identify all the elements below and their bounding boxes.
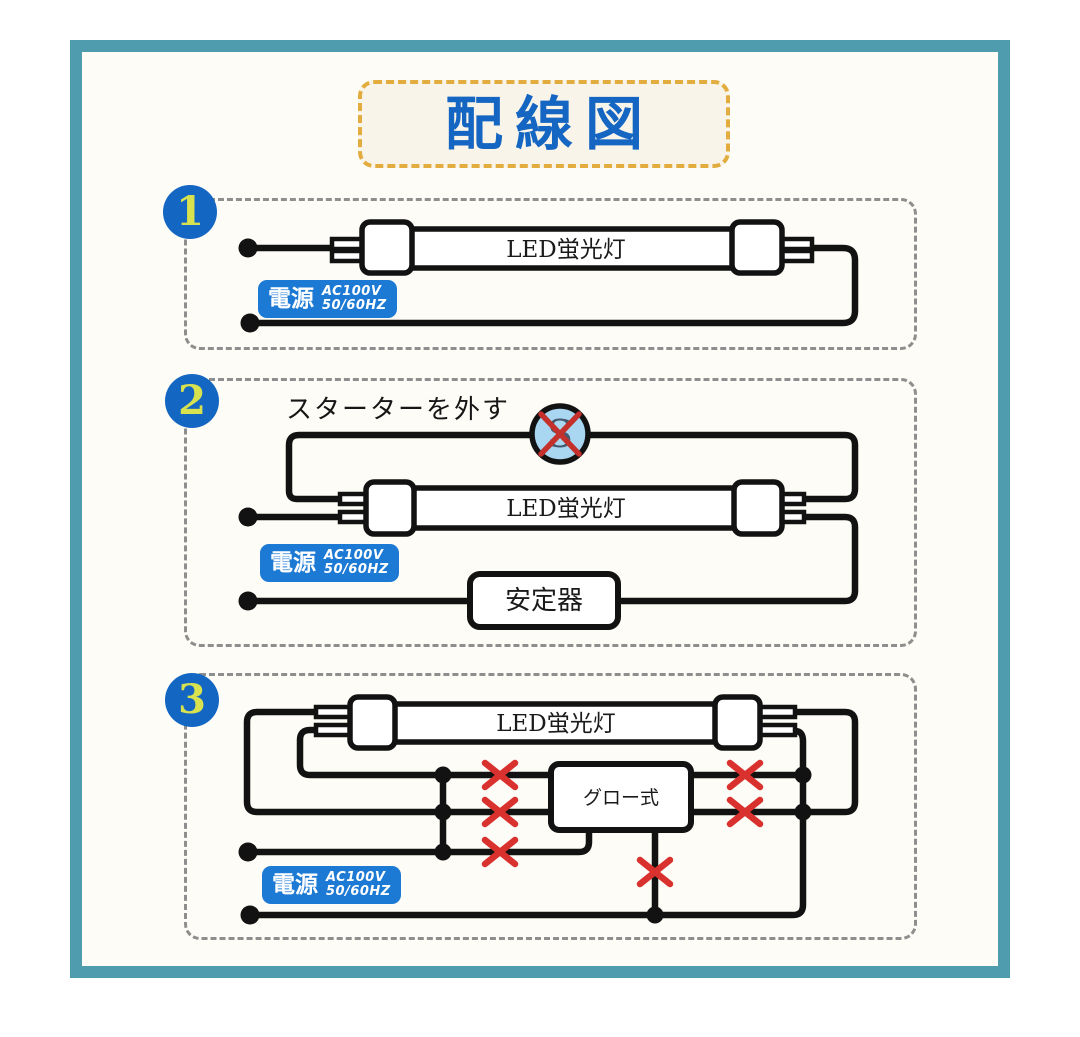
- led-tube-2: LED蛍光灯: [337, 479, 807, 537]
- section-3-box: [184, 673, 917, 940]
- tube-pin: [756, 704, 798, 720]
- terminal-dot: [240, 905, 260, 925]
- power-spec: AC100V 50/60HZ: [324, 549, 389, 577]
- starter-cross-icon: [538, 411, 582, 457]
- junction-dot: [794, 766, 812, 784]
- section-3-circuit: LED蛍光灯 グロー式: [238, 694, 859, 925]
- wire-return-loop-1: [252, 244, 859, 327]
- tube-pin: [756, 722, 798, 738]
- cut-cross-icon: [726, 796, 764, 828]
- power-frequency: 50/60HZ: [324, 562, 389, 577]
- section-2-circuit: スターターを外す LED蛍光灯 S: [238, 395, 859, 630]
- power-frequency: 50/60HZ: [326, 884, 391, 899]
- junction-dot: [794, 803, 812, 821]
- junction-dot: [434, 766, 452, 784]
- page-title: 配線図: [444, 90, 655, 158]
- ballast-outline: [467, 571, 621, 630]
- cut-marks: [481, 759, 764, 888]
- power-badge-1: 電源 AC100V 50/60HZ: [258, 280, 397, 318]
- terminal-dot: [240, 313, 260, 333]
- cut-cross-icon: [636, 856, 674, 888]
- ballast-label: 安定器: [505, 586, 583, 616]
- terminal-dot: [238, 591, 258, 611]
- starter-instruction: スターターを外す: [286, 395, 510, 425]
- cut-cross-icon: [481, 836, 519, 868]
- wire-neutral-return: [250, 727, 807, 919]
- tube-pin: [313, 722, 355, 738]
- ballast-box: 安定器: [467, 571, 621, 630]
- glow-outline: [548, 761, 694, 833]
- power-badge-2: 電源 AC100V 50/60HZ: [260, 544, 399, 582]
- glow-label: グロー式: [583, 787, 659, 809]
- tube-end-cap: [712, 694, 763, 751]
- title-box: 配線図: [358, 80, 730, 168]
- wire-starter-to-tube: [587, 431, 859, 503]
- tube-end-cap: [359, 219, 415, 276]
- wire-live-to-glow: [248, 830, 593, 856]
- cut-cross-icon: [481, 796, 519, 828]
- terminal-dot: [238, 507, 258, 527]
- terminal-dot: [238, 238, 258, 258]
- power-label: 電源: [272, 871, 318, 898]
- section-1-circuit: LED蛍光灯: [238, 219, 859, 333]
- section-3-number: 3: [178, 676, 206, 723]
- power-spec: AC100V 50/60HZ: [322, 285, 387, 313]
- junction-dot: [434, 803, 452, 821]
- wire-left-bottom-pin: [296, 726, 551, 779]
- junction-dot: [646, 906, 664, 924]
- power-label: 電源: [268, 285, 314, 312]
- section-2-number-badge: 2: [165, 374, 219, 428]
- section-1-number-badge: 1: [163, 185, 217, 239]
- section-1-number: 1: [176, 188, 204, 235]
- power-spec: AC100V 50/60HZ: [326, 871, 391, 899]
- section-2-number: 2: [178, 377, 206, 424]
- cut-cross-icon: [481, 759, 519, 791]
- glow-ballast-box: グロー式: [548, 761, 694, 833]
- wire-tube-to-ballast: [618, 513, 859, 605]
- cut-cross-icon: [726, 759, 764, 791]
- tube-pin: [313, 704, 355, 720]
- power-badge-3: 電源 AC100V 50/60HZ: [262, 866, 401, 904]
- starter-symbol: S: [529, 403, 591, 465]
- power-voltage: AC100V: [322, 284, 382, 299]
- wire-tube-to-starter: [285, 431, 533, 503]
- power-label: 電源: [270, 549, 316, 576]
- power-frequency: 50/60HZ: [322, 298, 387, 313]
- tube-label-3: LED蛍光灯: [496, 711, 616, 737]
- tube-label-1: LED蛍光灯: [506, 237, 626, 263]
- led-tube-1: LED蛍光灯: [329, 219, 815, 276]
- section-3-number-badge: 3: [165, 673, 219, 727]
- section-2-box: [184, 378, 917, 647]
- power-voltage: AC100V: [324, 548, 384, 563]
- tube-end-cap: [363, 479, 417, 537]
- terminal-dot: [238, 842, 258, 862]
- tube-end-cap: [347, 694, 398, 751]
- tube-label-2: LED蛍光灯: [506, 496, 626, 522]
- power-voltage: AC100V: [326, 870, 386, 885]
- wire-left-top-pin: [243, 708, 551, 816]
- tube-end-cap: [731, 479, 785, 537]
- tube-end-cap: [729, 219, 785, 276]
- wire-right-top-pin: [795, 708, 859, 816]
- led-tube-3: LED蛍光灯: [313, 694, 798, 751]
- section-1-box: [184, 198, 917, 350]
- junction-dot: [434, 843, 452, 861]
